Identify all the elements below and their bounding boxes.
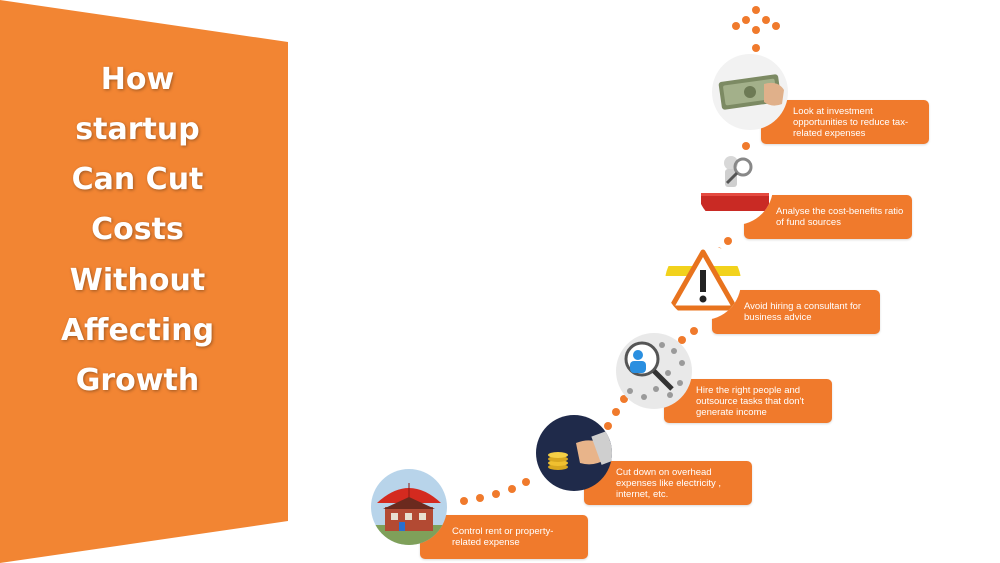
step-label: Hire the right people and outsource task… bbox=[664, 379, 832, 423]
house-umbrella-icon bbox=[371, 469, 447, 545]
path-dot bbox=[612, 408, 620, 416]
path-dot bbox=[752, 44, 760, 52]
path-dot bbox=[508, 485, 516, 493]
path-dot bbox=[678, 336, 686, 344]
step-label: Look at investment opportunities to redu… bbox=[761, 100, 929, 144]
analysis-magnifier-icon bbox=[697, 149, 773, 225]
title-line: Affecting bbox=[60, 313, 215, 348]
path-dot bbox=[604, 422, 612, 430]
title-line: Can Cut bbox=[71, 162, 204, 197]
path-dot bbox=[732, 22, 740, 30]
path-dot bbox=[724, 237, 732, 245]
hand-coins-icon bbox=[536, 415, 612, 491]
path-dot bbox=[742, 142, 750, 150]
path-dot bbox=[522, 478, 530, 486]
magnifier-people-icon bbox=[616, 333, 692, 409]
step-label: Control rent or property-related expense bbox=[420, 515, 588, 559]
path-dot bbox=[752, 6, 760, 14]
path-dot bbox=[620, 395, 628, 403]
path-dot bbox=[752, 26, 760, 34]
step-label: Cut down on overhead expenses like elect… bbox=[584, 461, 752, 505]
path-dot bbox=[476, 494, 484, 502]
path-dot bbox=[460, 497, 468, 505]
title-line: Without bbox=[69, 263, 206, 298]
path-dot bbox=[762, 16, 770, 24]
title-line: How bbox=[100, 62, 175, 97]
path-dot bbox=[492, 490, 500, 498]
title-line: Growth bbox=[75, 363, 200, 398]
title-line: Costs bbox=[91, 212, 184, 247]
warning-sign-icon bbox=[665, 244, 741, 320]
path-dot bbox=[772, 22, 780, 30]
path-dot bbox=[742, 16, 750, 24]
money-stack-icon bbox=[712, 54, 788, 130]
step-label: Analyse the cost-benefits ratio of fund … bbox=[744, 195, 912, 239]
step-label: Avoid hiring a consultant for business a… bbox=[712, 290, 880, 334]
title-line: startup bbox=[75, 112, 200, 147]
path-dot bbox=[690, 327, 698, 335]
